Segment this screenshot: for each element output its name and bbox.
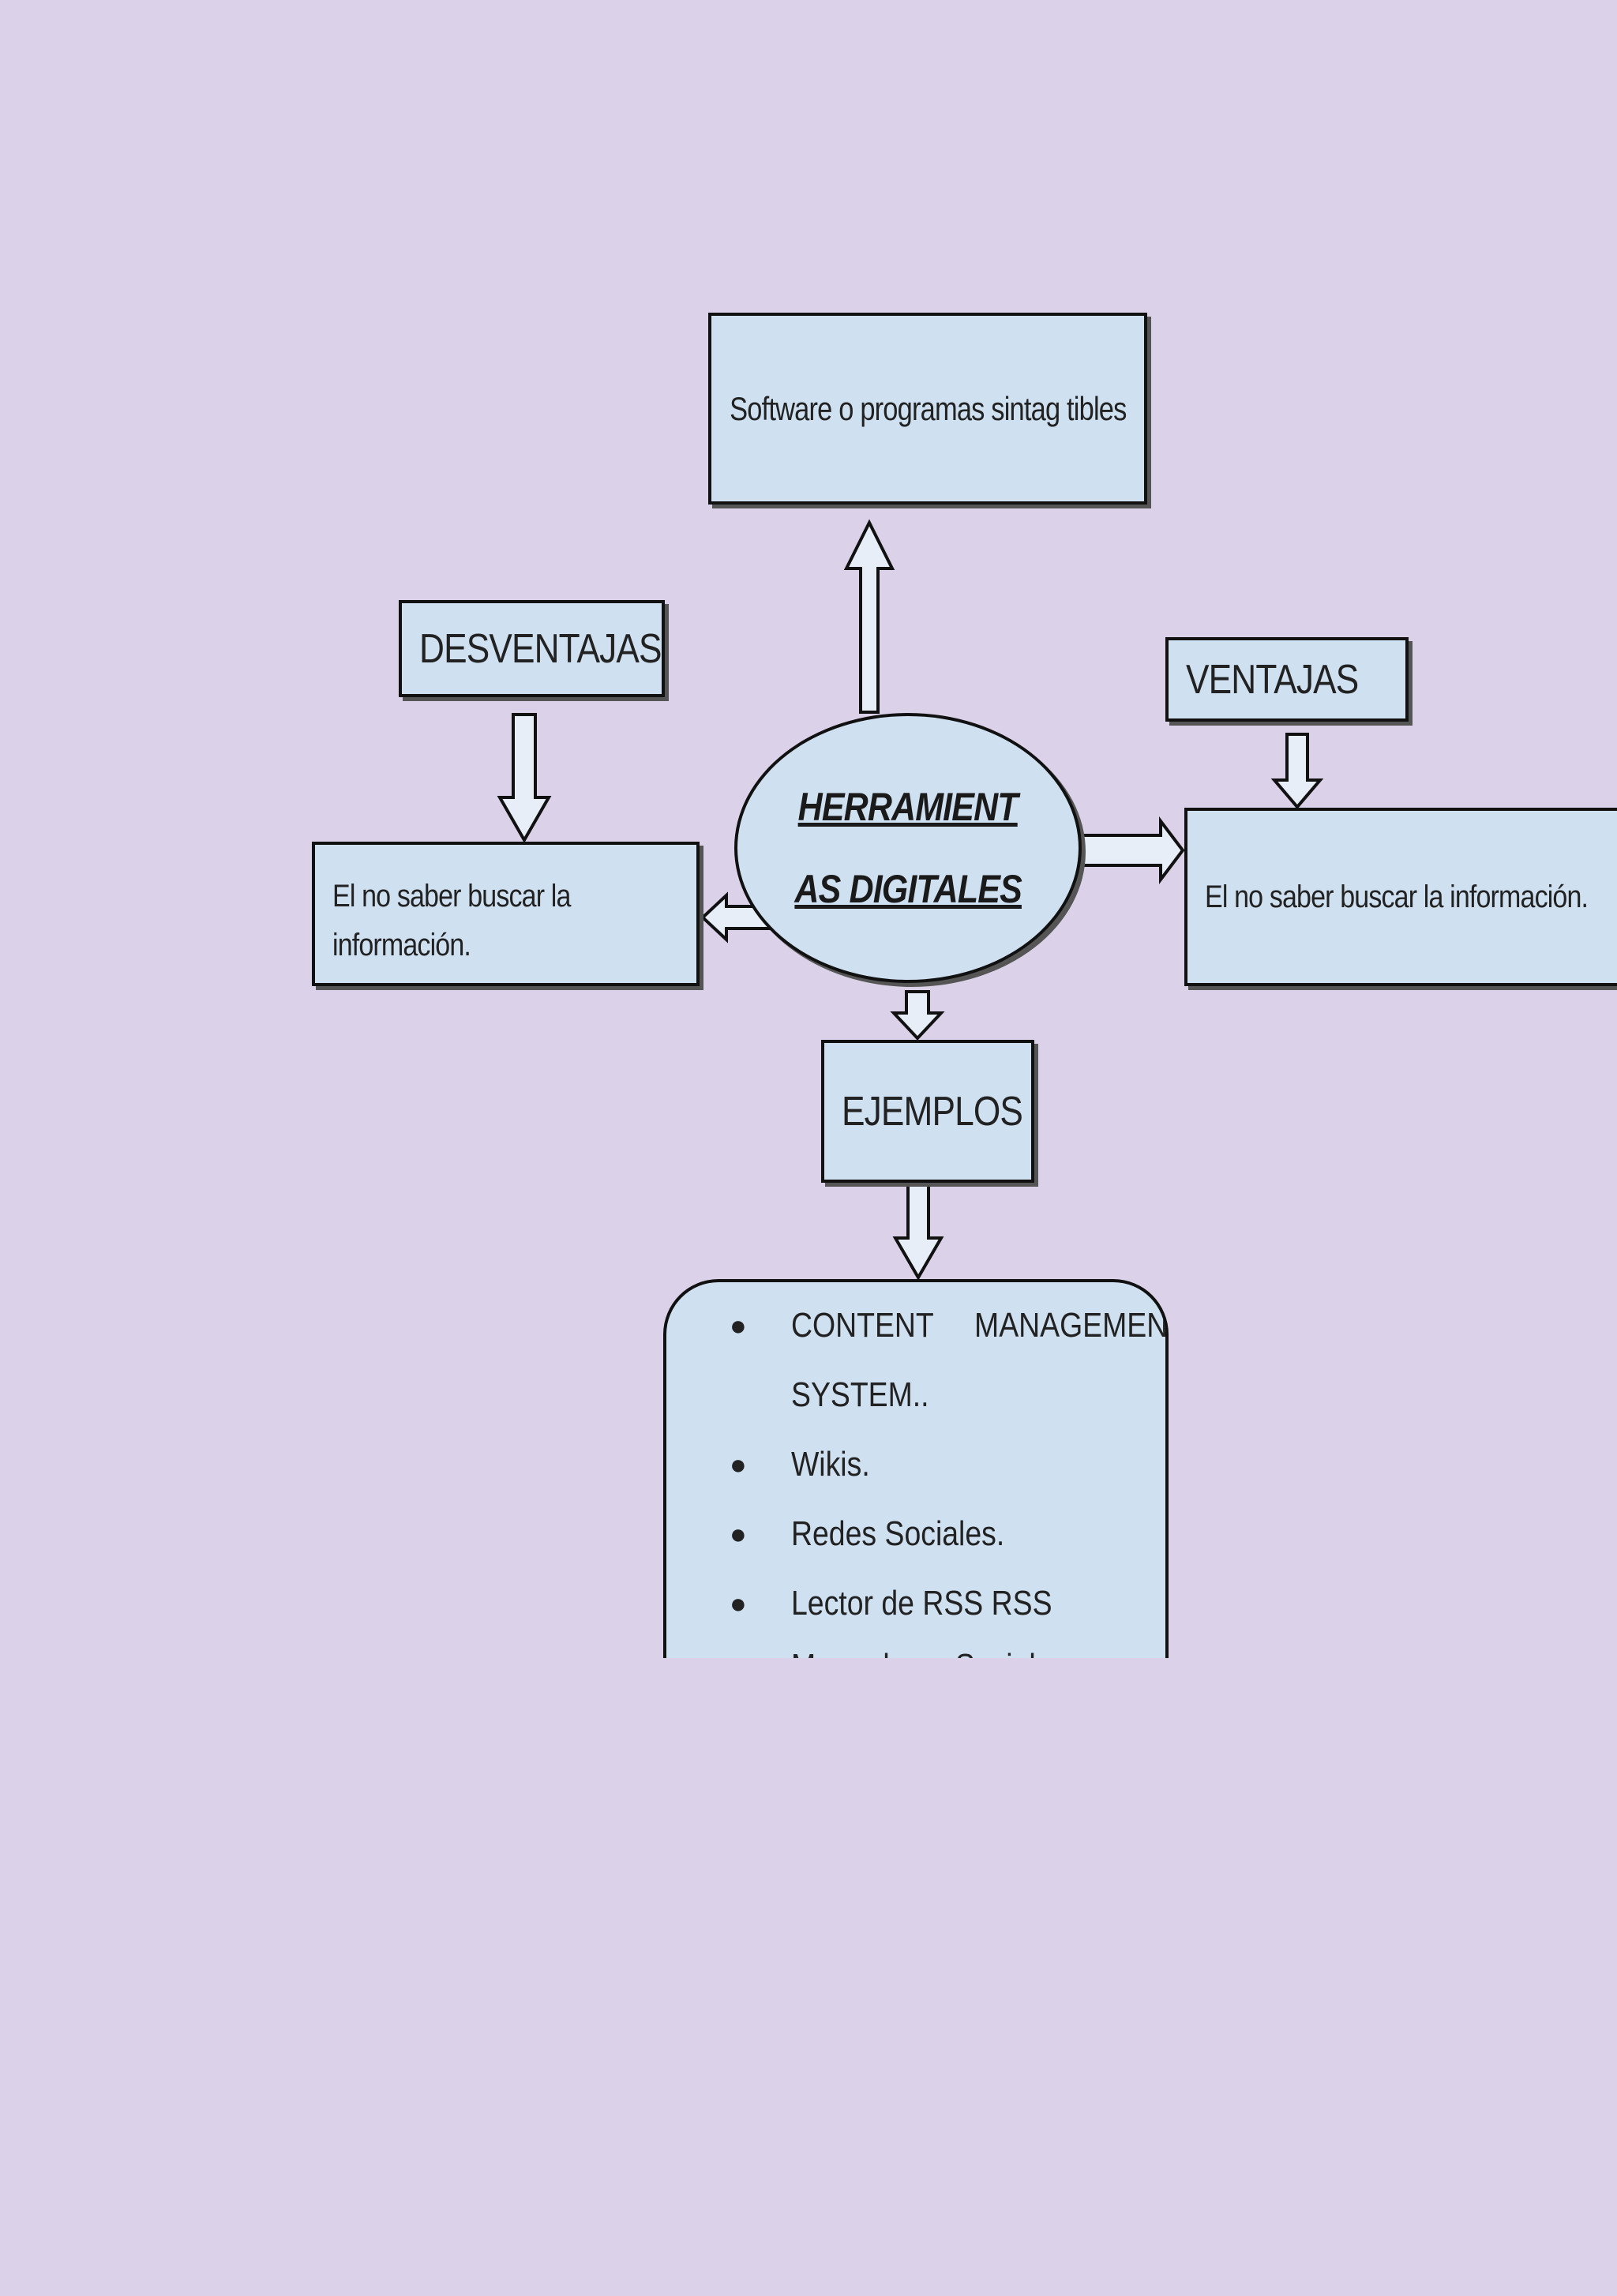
ventajas-title: VENTAJAS [1186, 656, 1359, 703]
list-item-continuation: SYSTEM.. [791, 1375, 929, 1414]
desventajas-description-node: El no saber buscar la información. [312, 842, 700, 986]
arrow-desventajas-down [497, 713, 552, 844]
list-item: ● Redes Sociales. [666, 1506, 1165, 1562]
bullet-icon: ● [730, 1518, 747, 1550]
examples-list-node: ● CONTENT MANAGEMENT SYSTEM.. ● Wikis. ●… [663, 1279, 1169, 1658]
list-item: ● CONTENT MANAGEMENT [666, 1298, 1165, 1353]
list-item: ● Wikis. [666, 1437, 1165, 1492]
ventajas-node: VENTAJAS [1165, 637, 1409, 722]
arrow-to-examples [892, 1183, 944, 1281]
bullet-icon: ● [730, 1448, 747, 1480]
central-concept-node: HERRAMIENT AS DIGITALES [734, 713, 1082, 983]
top-node: Software o programas sintag tibles [708, 313, 1147, 505]
ejemplos-node: EJEMPLOS [821, 1040, 1034, 1183]
ventajas-description: El no saber buscar la información. [1205, 879, 1589, 914]
arrow-to-right [1080, 816, 1185, 884]
ventajas-description-node: El no saber buscar la información. [1184, 808, 1617, 986]
arrow-ventajas-down [1270, 733, 1324, 810]
bullet-icon: ● [730, 1309, 747, 1341]
bullet-icon: ● [730, 1587, 747, 1619]
list-item: ● Marcadores Sociales [666, 1639, 1165, 1658]
desventajas-description: El no saber buscar la información. [332, 879, 571, 962]
arrow-to-ejemplos [890, 990, 945, 1041]
central-concept-line2: AS DIGITALES [794, 867, 1022, 911]
bullet-icon: ● [730, 1639, 747, 1658]
list-item: ● Lector de RSS RSS [666, 1576, 1165, 1631]
desventajas-node: DESVENTAJAS [399, 600, 665, 697]
top-node-label: Software o programas sintag tibles [729, 389, 1127, 427]
desventajas-title: DESVENTAJAS [419, 625, 662, 672]
central-concept-line1: HERRAMIENT [797, 785, 1019, 829]
arrow-to-top [843, 519, 895, 714]
ejemplos-title: EJEMPLOS [842, 1088, 1023, 1135]
